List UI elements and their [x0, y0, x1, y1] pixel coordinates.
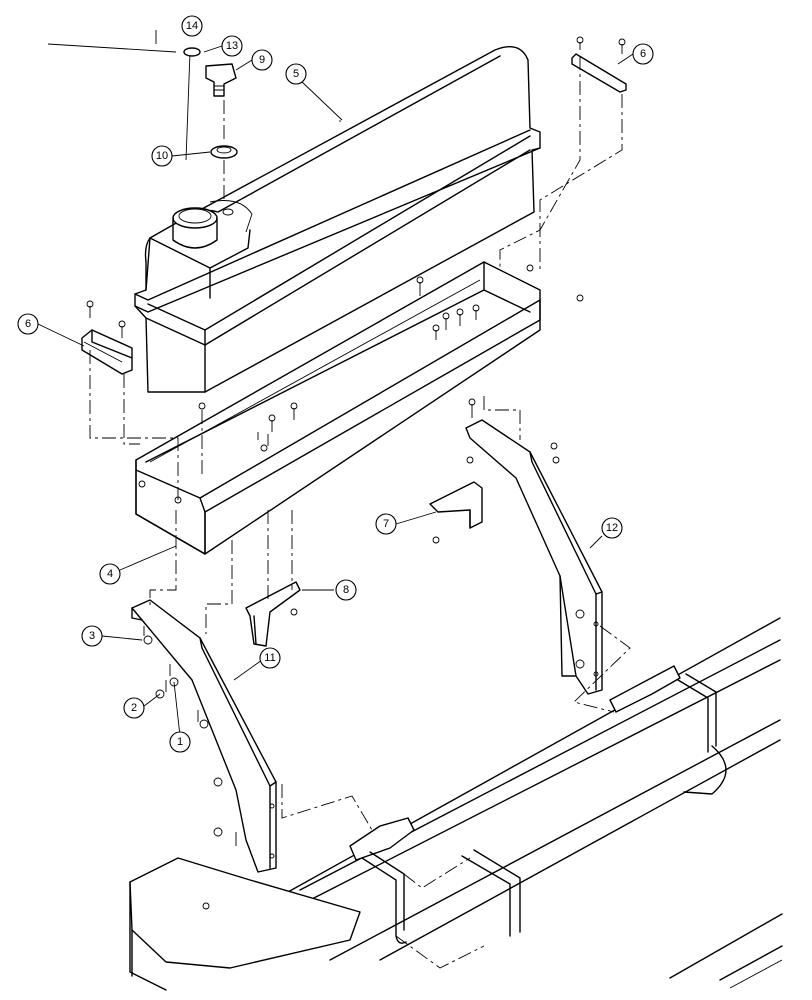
callout-13: 13: [221, 35, 243, 57]
fasteners: [86, 36, 626, 729]
svg-text:6: 6: [25, 318, 31, 330]
left-support-bracket: [131, 599, 277, 873]
implement-frame: [129, 617, 783, 991]
callout-9: 9: [251, 49, 273, 71]
svg-text:2: 2: [131, 702, 137, 714]
callout-14: 14: [181, 15, 203, 37]
svg-text:9: 9: [259, 54, 265, 66]
callout-3: 3: [81, 625, 103, 647]
svg-text:7: 7: [383, 518, 389, 530]
callout-10: 10: [151, 145, 173, 167]
svg-text:8: 8: [343, 584, 349, 596]
svg-text:4: 4: [107, 568, 113, 580]
tank-tray: [135, 261, 541, 555]
callout-1: 1: [169, 731, 191, 753]
callout-8: 8: [335, 579, 357, 601]
callout-6-left: 6: [17, 313, 39, 335]
fittings: [47, 43, 238, 159]
callout-7: 7: [375, 513, 397, 535]
callout-6-right: 6: [632, 43, 654, 65]
svg-text:1: 1: [177, 736, 183, 748]
bracket-6-right: [571, 53, 627, 93]
assembly-centerlines: [89, 56, 631, 969]
bracket-8: [245, 581, 301, 647]
grommet-10: [210, 145, 238, 159]
svg-text:14: 14: [186, 20, 198, 32]
svg-text:3: 3: [89, 630, 95, 642]
callout-5: 5: [285, 63, 307, 85]
right-support-bracket: [465, 419, 603, 695]
svg-text:10: 10: [156, 150, 168, 162]
water-tank: [134, 46, 541, 393]
bracket-7: [429, 481, 483, 529]
svg-text:6: 6: [640, 48, 646, 60]
callout-2: 2: [123, 697, 145, 719]
callouts: 14 13 9 5 10 6 6 7 8 4 12 11 3 2 1: [17, 15, 654, 753]
cap-13: [183, 47, 201, 57]
elbow-9: [205, 63, 237, 97]
callout-11: 11: [259, 647, 281, 669]
svg-text:12: 12: [606, 522, 618, 534]
callout-12: 12: [601, 517, 623, 539]
callout-4: 4: [99, 563, 121, 585]
svg-text:5: 5: [293, 68, 299, 80]
svg-text:11: 11: [264, 652, 275, 664]
svg-text:13: 13: [226, 40, 238, 52]
bracket-6-left: [81, 329, 133, 375]
